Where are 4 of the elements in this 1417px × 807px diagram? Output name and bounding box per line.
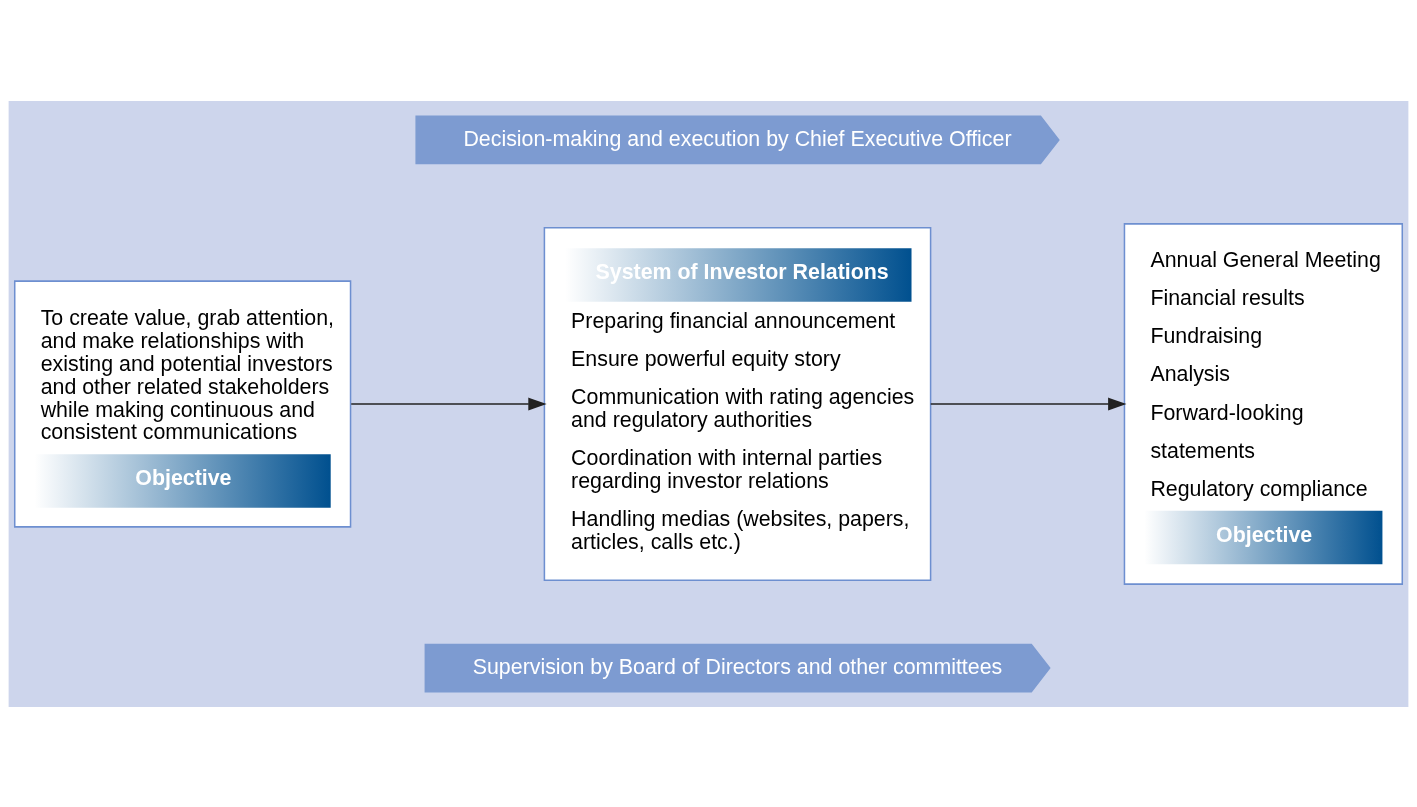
node-box: To create value, grab attention, and make relationships with existing and potential investors and other related stakeholders while making continuous and consistent communications Objective xyxy=(13,279,352,528)
node-box: Annual General Meeting Financial results Fundraising Analysis Forward-looking statements Regulatory compliance Objective xyxy=(1123,222,1404,585)
arrow xyxy=(929,397,1127,410)
arrow xyxy=(350,397,547,410)
